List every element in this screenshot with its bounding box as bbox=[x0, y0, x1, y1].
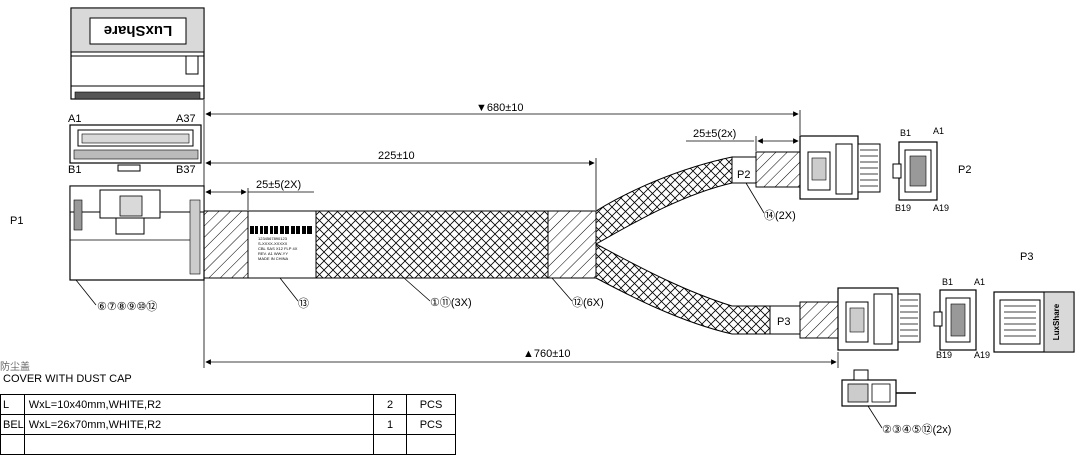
dimension-760-label: ▲760±10 bbox=[523, 348, 571, 360]
label-line-4: REV. A1 WW-YY bbox=[258, 251, 288, 256]
note-english: COVER WITH DUST CAP bbox=[3, 373, 132, 385]
p2-pin-b19: B19 bbox=[895, 203, 911, 213]
callout-p2-tag: ⑭(2X) bbox=[764, 209, 796, 222]
p1-connector-face bbox=[69, 124, 202, 172]
dust-cap bbox=[841, 369, 916, 407]
bom-item: BEL bbox=[0, 414, 25, 435]
note-chinese: 防尘盖 bbox=[0, 362, 30, 373]
p3-connector-face bbox=[933, 289, 977, 351]
dimension-225-label: 225±10 bbox=[378, 150, 415, 162]
dimension-680 bbox=[203, 100, 801, 210]
dimension-p2-breakout bbox=[686, 136, 799, 151]
p3-connector-side bbox=[837, 287, 921, 351]
p2-pin-b1: B1 bbox=[900, 128, 911, 138]
bom-table: L WxL=10x40mm,WHITE,R2 2 PCS BEL WxL=26x… bbox=[0, 394, 456, 455]
bom-spec: WxL=10x40mm,WHITE,R2 bbox=[23, 394, 375, 415]
p3-pin-a1: A1 bbox=[974, 277, 985, 287]
table-row: BEL WxL=26x70mm,WHITE,R2 1 PCS bbox=[0, 414, 456, 435]
branch-p3 bbox=[595, 243, 839, 339]
callout-sleeve: ⑫(6X) bbox=[572, 296, 604, 309]
label-line-3: CBL SAS X12 FLP 4X bbox=[258, 246, 298, 251]
bom-qty bbox=[373, 434, 407, 455]
bom-spec: WxL=26x70mm,WHITE,R2 bbox=[23, 414, 375, 435]
callout-leaders bbox=[75, 182, 883, 429]
bom-item: L bbox=[0, 394, 25, 415]
bom-qty: 1 bbox=[373, 414, 407, 435]
p2-pin-a1: A1 bbox=[933, 126, 944, 136]
label-line-2: S-XXXX-XXXXX bbox=[258, 241, 288, 246]
p1-pin-b37: B37 bbox=[176, 164, 196, 176]
main-cable bbox=[203, 210, 597, 279]
p1-pin-a37: A37 bbox=[176, 113, 196, 125]
bom-unit: PCS bbox=[406, 394, 456, 415]
p1-connector-top-view: LuxShare bbox=[70, 7, 205, 100]
branch-p2 bbox=[595, 151, 801, 245]
dimension-p2-breakout-label: 25±5(2x) bbox=[693, 128, 736, 140]
p3-label: P3 bbox=[1020, 251, 1033, 263]
bom-qty: 2 bbox=[373, 394, 407, 415]
callout-p3-parts: ②③④⑤⑫(2x) bbox=[882, 423, 951, 436]
bom-unit: PCS bbox=[406, 414, 456, 435]
cable-label: 1234567890123 S-XXXX-XXXXX CBL SAS X12 F… bbox=[250, 226, 312, 261]
dimension-680-label: ▼680±10 bbox=[476, 102, 524, 114]
p2-tag-label: P2 bbox=[737, 169, 750, 181]
label-line-5: MADE IN CHINA bbox=[258, 256, 289, 261]
dimension-p1-breakout-label: 25±5(2X) bbox=[256, 179, 301, 191]
p1-brand-label: LuxShare bbox=[104, 22, 172, 39]
bom-spec bbox=[23, 434, 375, 455]
p2-label: P2 bbox=[958, 164, 971, 176]
dimension-225 bbox=[205, 158, 597, 210]
callout-label: ⑬ bbox=[298, 297, 309, 310]
dimension-p1-breakout bbox=[205, 188, 314, 210]
p3-pin-a19: A19 bbox=[974, 350, 990, 360]
callout-cable: ①⑪(3X) bbox=[430, 296, 472, 309]
p1-pin-b1: B1 bbox=[68, 164, 81, 176]
p2-pin-a19: A19 bbox=[933, 203, 949, 213]
callout-p1-parts: ⑥⑦⑧⑨⑩⑫ bbox=[97, 300, 157, 313]
bom-item bbox=[0, 434, 25, 455]
dimension-760 bbox=[203, 280, 839, 368]
p3-brand-label: LuxShare bbox=[1052, 303, 1061, 340]
table-row bbox=[0, 434, 456, 455]
p3-pin-b19: B19 bbox=[936, 350, 952, 360]
p3-pin-b1: B1 bbox=[942, 277, 953, 287]
p1-pin-a1: A1 bbox=[68, 113, 81, 125]
table-row: L WxL=10x40mm,WHITE,R2 2 PCS bbox=[0, 394, 456, 415]
label-line-1: 1234567890123 bbox=[258, 236, 288, 241]
p3-connector-top: LuxShare bbox=[993, 291, 1075, 353]
p1-label: P1 bbox=[10, 215, 23, 227]
p3-tag-label: P3 bbox=[777, 316, 790, 328]
p2-connector-side bbox=[799, 135, 881, 200]
p1-connector-side bbox=[69, 185, 205, 281]
cable-drawing: LuxShare A1 A37 B1 B37 P1 bbox=[10, 7, 1075, 436]
bom-unit bbox=[406, 434, 456, 455]
p2-connector-face bbox=[892, 141, 938, 201]
